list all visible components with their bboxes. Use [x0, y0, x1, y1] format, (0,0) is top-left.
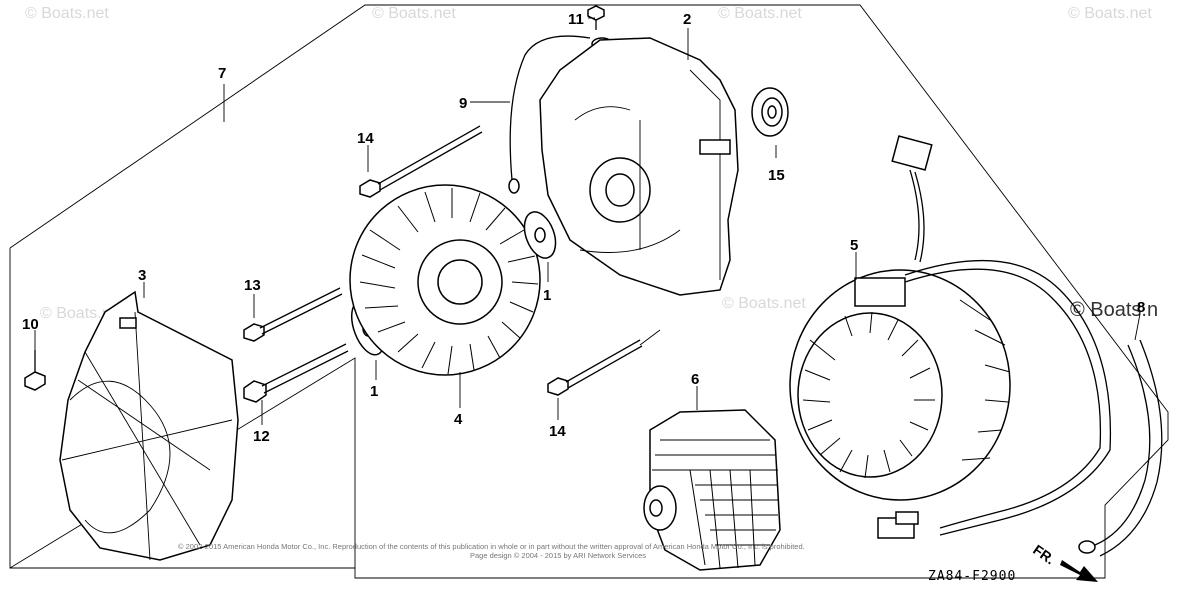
watermark: © Boats.net [1068, 5, 1152, 22]
copyright-line-2: Page design © 2004 - 2015 by ARI Network… [470, 551, 646, 560]
connector-top [891, 135, 933, 263]
bolt-10 [24, 350, 46, 391]
watermark: © Boats.net [372, 5, 456, 22]
watermark-main: © Boats.n [1070, 299, 1158, 321]
tube-9 [1078, 339, 1163, 557]
bolt-12 [243, 343, 349, 403]
stator [789, 269, 1011, 501]
rotor [643, 409, 781, 571]
front-arrow-icon [1060, 560, 1098, 582]
callout-7: 7 [218, 65, 226, 82]
callout-6: 6 [691, 371, 699, 388]
assembly-boundary [9, 4, 1169, 579]
fr-label: FR. [1030, 541, 1058, 567]
watermark: © Boats.net [722, 295, 806, 312]
watermark: © Boats.net [718, 5, 802, 22]
fan-cover [539, 37, 739, 296]
callout-11: 11 [568, 11, 584, 28]
callout-12: 12 [253, 428, 270, 445]
callout-9-visible: 8 [1137, 299, 1145, 316]
bolt-14-lower [547, 339, 643, 396]
callout-1-lower: 1 [370, 383, 378, 400]
callout-1-upper: 1 [543, 287, 551, 304]
wire-harness [877, 259, 1112, 539]
flywheel-fan [349, 184, 541, 376]
callout-3: 3 [138, 267, 146, 284]
copyright-line: © 2002-2015 American Honda Motor Co., In… [178, 542, 805, 551]
rear-cover [59, 290, 239, 561]
callout-2: 2 [683, 11, 691, 28]
callout-8: 9 [459, 95, 467, 112]
ground-wire [508, 35, 591, 194]
callout-10: 10 [22, 316, 39, 333]
bearing-15 [751, 87, 789, 137]
bolt-13 [243, 287, 343, 342]
callout-15: 15 [768, 167, 785, 184]
callout-5: 5 [850, 237, 858, 254]
callout-14-upper: 14 [357, 130, 374, 147]
leader-lines [34, 17, 1141, 425]
watermark: © Boats.net [25, 5, 109, 22]
callout-13: 13 [244, 277, 261, 294]
bolt-14-upper [359, 125, 483, 198]
callout-14-lower: 14 [549, 423, 566, 440]
washer-1-upper [523, 211, 557, 259]
drawing-code: ZA84-F2900 [928, 569, 1016, 584]
callout-4: 4 [454, 411, 463, 428]
